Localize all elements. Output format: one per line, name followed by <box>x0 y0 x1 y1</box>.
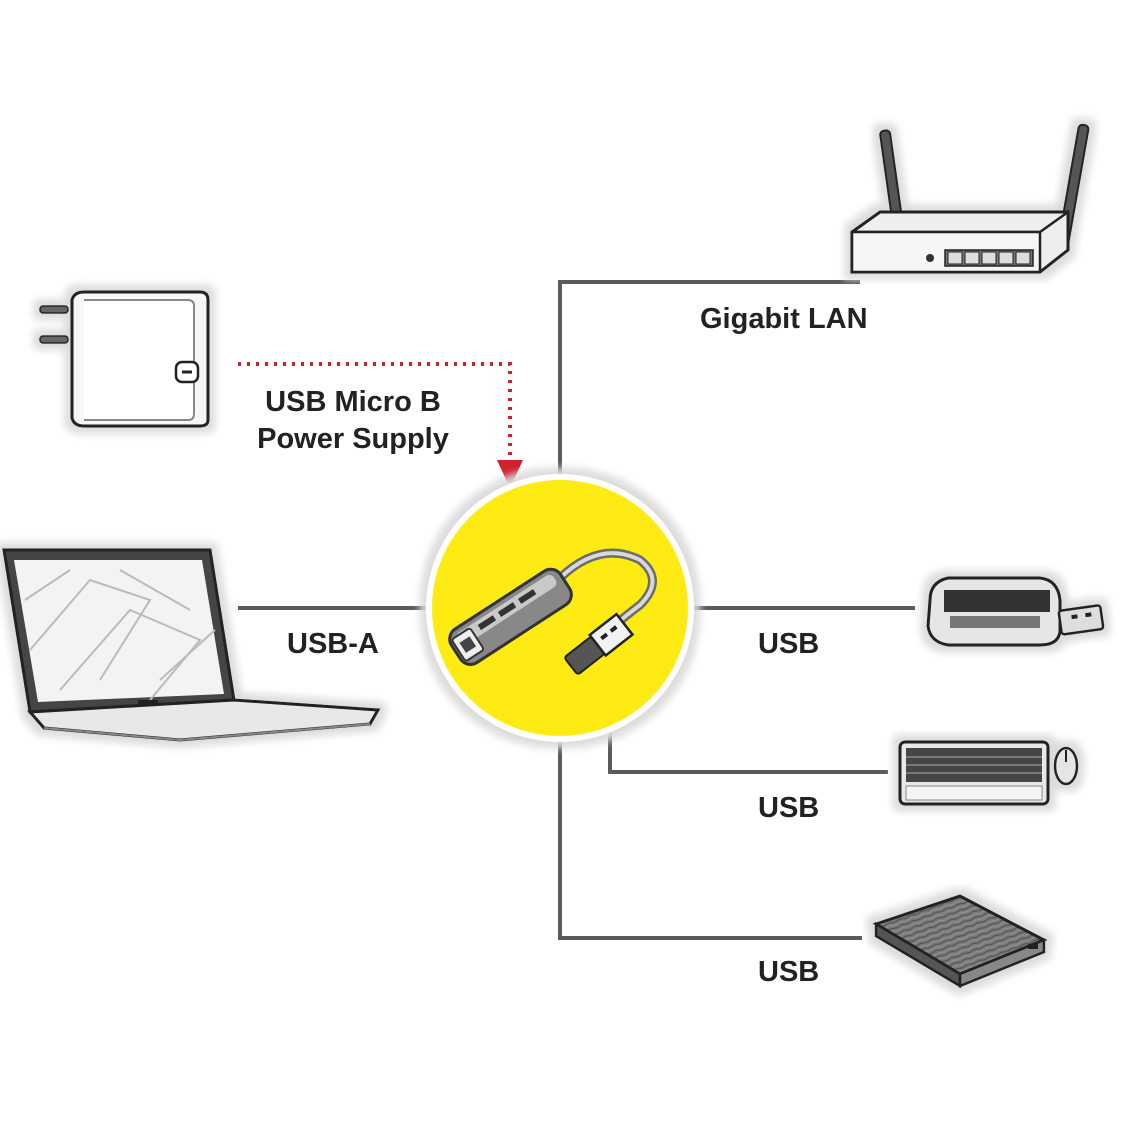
line-lan <box>558 280 860 480</box>
power-supply-label-line2: Power Supply <box>257 423 449 455</box>
card-reader-icon <box>926 576 1105 647</box>
power-supply-label-line1: USB Micro B <box>265 386 441 418</box>
line-keyboard <box>608 725 888 774</box>
power-arrow <box>238 362 523 488</box>
usb-a-label: USB-A <box>287 628 379 660</box>
hub <box>426 474 694 742</box>
power-supply-label: USB Micro B Power Supply <box>238 384 468 458</box>
gigabit-lan-label: Gigabit LAN <box>700 303 868 335</box>
external-drive-icon <box>872 894 1048 989</box>
connection-lines <box>238 280 915 940</box>
usb-keyboard-label: USB <box>758 792 820 824</box>
usb-drive-label: USB <box>758 956 820 988</box>
power-adapter-icon <box>39 290 210 428</box>
line-drive <box>558 730 862 940</box>
laptop-icon <box>2 548 381 742</box>
keyboard-mouse-icon <box>898 740 1079 806</box>
usb-card-reader-label: USB <box>758 628 820 660</box>
router-icon <box>850 123 1090 274</box>
usb-hub-icon <box>448 548 657 675</box>
